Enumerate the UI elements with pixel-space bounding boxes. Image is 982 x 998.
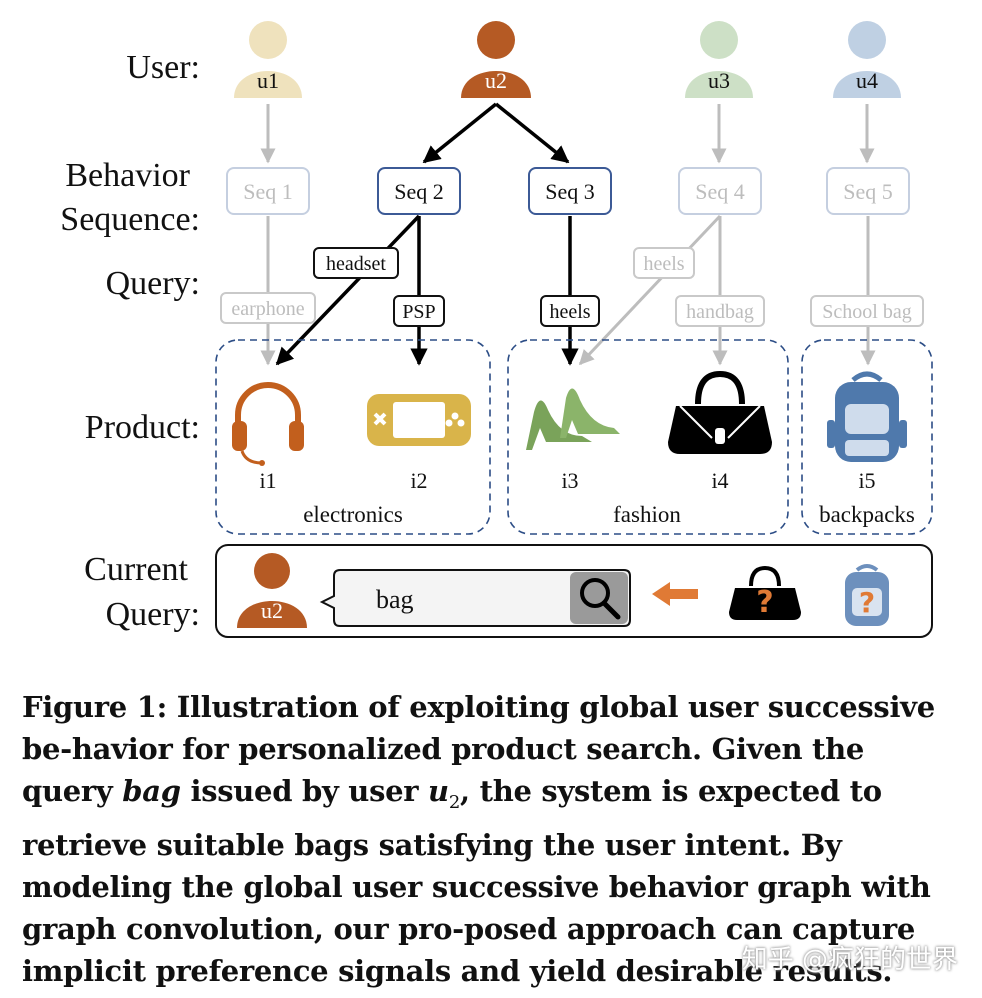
query-heels-secondary: heels (633, 247, 695, 279)
caption-user-var: u (428, 774, 449, 808)
item-label: i4 (711, 468, 728, 493)
query-school-bag: School bag (810, 295, 924, 327)
svg-text:earphone: earphone (231, 298, 304, 320)
user-icon (700, 21, 738, 59)
seq-1: Seq 1 (226, 167, 310, 215)
caption-text: issued by user (180, 774, 429, 808)
label-current: Current (84, 551, 188, 588)
user-u3: u3 (685, 21, 753, 98)
user-u4: u4 (833, 21, 901, 98)
user-label: u2 (485, 68, 507, 93)
user-u1: u1 (234, 21, 302, 98)
search-icon (580, 578, 621, 620)
label-sequence: Sequence: (60, 201, 200, 238)
seq-product-arrows (260, 214, 876, 366)
label-behavior: Behavior (65, 157, 190, 194)
label-product: Product: (85, 409, 200, 446)
svg-text:?: ? (756, 585, 773, 620)
user-seq-arrows (260, 102, 875, 164)
group-label-electronics: electronics (303, 502, 403, 527)
left-arrow-icon (652, 582, 698, 606)
label-user: User: (126, 49, 200, 86)
svg-text:Seq 3: Seq 3 (545, 179, 595, 204)
user-label: u3 (708, 68, 730, 93)
item-label: i3 (561, 468, 578, 493)
svg-text:u2: u2 (261, 598, 283, 623)
search-input: bag (376, 585, 414, 614)
handbag-question-icon: ? (729, 565, 801, 620)
query-handbag: handbag (675, 295, 765, 327)
query-headset: headset (313, 247, 399, 279)
seq-3: Seq 3 (528, 167, 612, 215)
svg-text:handbag: handbag (686, 301, 754, 323)
user-icon (249, 21, 287, 59)
svg-text:heels: heels (549, 301, 590, 323)
svg-text:PSP: PSP (402, 301, 435, 323)
seq-5: Seq 5 (826, 167, 910, 215)
game-console-icon (367, 394, 471, 446)
svg-text:Seq 5: Seq 5 (843, 179, 893, 204)
svg-text:heels: heels (643, 253, 684, 275)
caption-text: , the system is expected to retrieve sui… (22, 774, 931, 988)
item-label: i2 (410, 468, 427, 493)
svg-text:Seq 1: Seq 1 (243, 179, 293, 204)
query-earphone: earphone (220, 292, 316, 324)
watermark: 知乎 @疯狂的世界 (741, 945, 958, 975)
caption-user-sub: 2 (448, 791, 460, 813)
item-label: i1 (259, 468, 276, 493)
caption-query-word: bag (122, 774, 181, 808)
item-label: i5 (858, 468, 875, 493)
current-user-u2: u2 (237, 553, 307, 628)
label-query: Query: (106, 265, 200, 302)
user-u2: u2 (461, 21, 531, 98)
svg-text:School bag: School bag (822, 301, 911, 323)
user-label: u4 (856, 68, 878, 93)
backpack-question-icon: ? (845, 564, 889, 626)
backpack-icon (827, 371, 907, 462)
caption-text: Figure 1: Illustration of exploiting glo… (22, 690, 935, 808)
user-label: u1 (257, 68, 279, 93)
group-label-backpacks: backpacks (819, 502, 915, 527)
figure-caption: Figure 1: Illustration of exploiting glo… (22, 686, 952, 992)
search-bar: bag (319, 569, 631, 627)
heels-icon (526, 388, 620, 450)
handbag-icon (668, 370, 772, 454)
svg-text:?: ? (859, 586, 875, 619)
headphones-icon (232, 382, 304, 466)
query-psp: PSP (393, 295, 445, 327)
query-heels: heels (540, 295, 600, 327)
seq-2: Seq 2 (377, 167, 461, 215)
user-icon (254, 553, 290, 589)
category-groups (215, 339, 933, 535)
svg-text:headset: headset (326, 253, 386, 275)
group-electronics-box (215, 339, 491, 535)
figure-diagram: User: Behavior Sequence: Query: Product:… (60, 21, 933, 638)
svg-text:Seq 4: Seq 4 (695, 179, 745, 204)
seq-4: Seq 4 (678, 167, 762, 215)
user-icon (848, 21, 886, 59)
svg-text:Seq 2: Seq 2 (394, 179, 444, 204)
label-current-query: Query: (106, 596, 200, 633)
group-backpacks-box (801, 339, 933, 535)
group-label-fashion: fashion (613, 502, 681, 527)
user-icon (477, 21, 515, 59)
